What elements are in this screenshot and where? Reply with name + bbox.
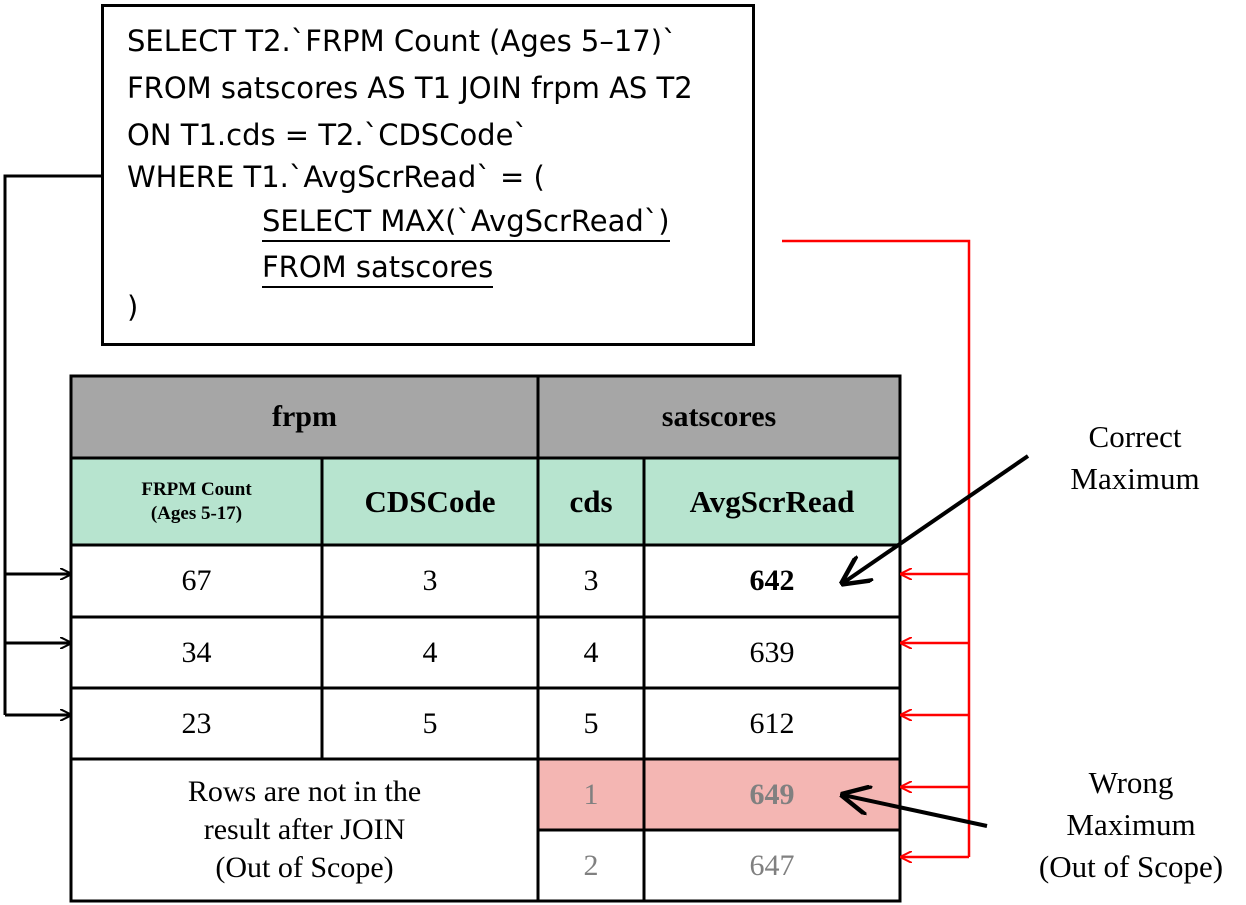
sql-line-from: FROM satscores AS T1 JOIN frpm AS T2	[127, 71, 693, 105]
column-header-cds: cds	[538, 458, 644, 545]
wrong-maximum-pointer-arrow	[843, 795, 988, 828]
join-connector-trunk	[3, 174, 101, 715]
column-header-frpm-count-line2: (Ages 5-17)	[150, 502, 243, 524]
row2-cdscode: 4	[322, 617, 538, 688]
oos-row1-cds: 1	[538, 759, 644, 830]
sql-line-select: SELECT T2.`FRPM Count (Ages 5–17)`	[127, 24, 677, 58]
table-outer-border	[69, 374, 902, 903]
annotation-wrong-line3: (Out of Scope)	[1038, 849, 1224, 884]
subquery-select: SELECT MAX(`AvgScrRead`)	[262, 204, 670, 242]
column-header-avgscrread: AvgScrRead	[644, 458, 900, 545]
table-grid	[69, 374, 902, 903]
annotation-wrong-maximum: Wrong Maximum (Out of Scope)	[1018, 762, 1244, 888]
column-header-frpm-count: FRPM Count (Ages 5-17)	[71, 458, 322, 545]
out-of-scope-note-line1: Rows are not in the	[187, 775, 422, 808]
annotation-wrong-line1: Wrong	[1088, 765, 1174, 800]
subquery-connector-trunk	[782, 239, 971, 857]
out-of-scope-note-line2: result after JOIN	[203, 813, 406, 846]
oos-row2-cds: 2	[538, 830, 644, 901]
sql-line-close-paren: )	[127, 290, 139, 324]
annotation-correct-maximum: Correct Maximum	[1040, 416, 1230, 500]
group-header-satscores: satscores	[538, 376, 900, 458]
row2-avgscrread: 639	[644, 617, 900, 688]
row2-cds: 4	[538, 617, 644, 688]
row1-cds: 3	[538, 545, 644, 617]
row2-frpm-count: 34	[71, 617, 322, 688]
correct-maximum-pointer-arrow	[843, 454, 1030, 583]
row3-cds: 5	[538, 688, 644, 759]
oos-row2-avgscrread: 647	[644, 830, 900, 901]
out-of-scope-note-line3: (Out of Scope)	[215, 851, 394, 884]
row3-cdscode: 5	[322, 688, 538, 759]
out-of-scope-note: Rows are not in the result after JOIN (O…	[71, 759, 538, 901]
sql-line-where: WHERE T1.`AvgScrRead` = (	[127, 160, 545, 194]
join-connector	[3, 174, 101, 715]
subquery-select-text: SELECT MAX(`AvgScrRead`)	[262, 204, 670, 242]
subquery-from-text: FROM satscores	[262, 250, 494, 288]
annotation-correct-line2: Maximum	[1070, 461, 1200, 496]
sql-line-on: ON T1.cds = T2.`CDSCode`	[127, 118, 528, 152]
sql-query-box	[101, 4, 755, 346]
row1-frpm-count: 67	[71, 545, 322, 617]
annotation-wrong-line2: Maximum	[1066, 807, 1196, 842]
row3-avgscrread: 612	[644, 688, 900, 759]
annotation-correct-line1: Correct	[1088, 419, 1182, 454]
group-header-frpm: frpm	[71, 376, 538, 458]
subquery-from: FROM satscores	[262, 250, 494, 288]
column-header-cdscode: CDSCode	[322, 458, 538, 545]
row3-frpm-count: 23	[71, 688, 322, 759]
row1-cdscode: 3	[322, 545, 538, 617]
column-header-frpm-count-line1: FRPM Count	[141, 478, 252, 500]
subquery-connector	[782, 239, 971, 857]
